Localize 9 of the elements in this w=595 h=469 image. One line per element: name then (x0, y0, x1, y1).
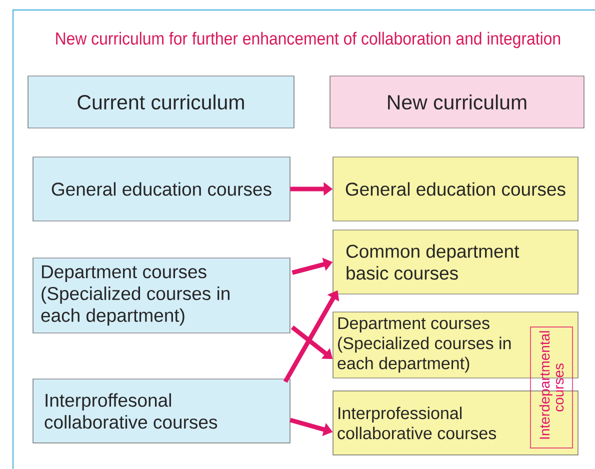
header-box: Current curriculum (28, 76, 294, 128)
overlay-box: Interdepartmental courses (530, 326, 573, 448)
course-box: Common department basic courses (332, 230, 578, 294)
title: New curriculum for further enhancement of collaboration and integration (56, 32, 560, 48)
course-box: General education courses (332, 156, 578, 222)
course-box: Interproffesonal collaborative courses (32, 378, 290, 444)
course-box: Department courses (Specialized courses in each department) (32, 258, 290, 334)
header-box: New curriculum (330, 76, 584, 128)
course-box: General education courses (32, 156, 290, 222)
